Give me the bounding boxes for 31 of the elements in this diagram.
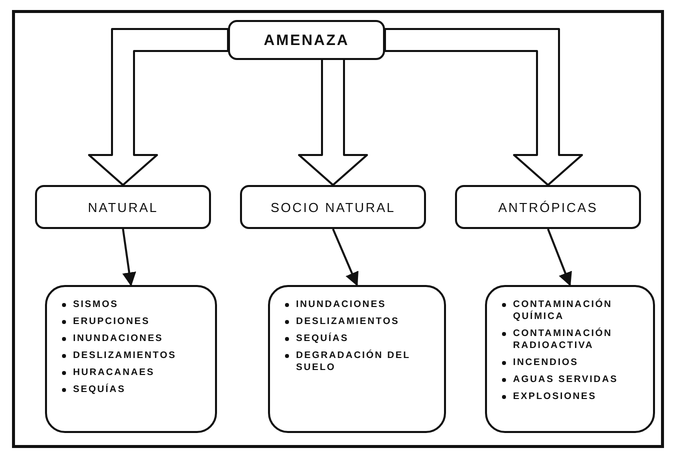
list-item: SISMOS bbox=[61, 299, 207, 311]
list-item: INUNDACIONES bbox=[284, 299, 436, 311]
box-label: NATURAL bbox=[88, 200, 158, 214]
list-item: AGUAS SERVIDAS bbox=[501, 374, 645, 386]
arrow bbox=[332, 228, 358, 286]
arrow bbox=[547, 228, 572, 286]
list-item: CONTAMINACIÓN QUÍMICA bbox=[501, 299, 645, 323]
box-label: AMENAZA bbox=[264, 32, 350, 48]
list-item: DESLIZAMIENTOS bbox=[61, 350, 207, 362]
list-item: HURACANAES bbox=[61, 367, 207, 379]
list-item: DEGRADACIÓN DEL SUELO bbox=[284, 350, 436, 374]
list-box bbox=[45, 285, 217, 433]
list-item: DESLIZAMIENTOS bbox=[284, 316, 436, 328]
box-label: SOCIO NATURAL bbox=[270, 200, 396, 214]
list-item: SEQUÍAS bbox=[61, 384, 207, 396]
list-item: CONTAMINACIÓN RADIOACTIVA bbox=[501, 328, 645, 352]
list-item: INCENDIOS bbox=[501, 357, 645, 369]
list-item: EXPLOSIONES bbox=[501, 391, 645, 403]
block-arrow bbox=[88, 28, 229, 186]
list-box bbox=[268, 285, 446, 433]
category-box bbox=[455, 185, 641, 229]
category-box bbox=[228, 20, 385, 60]
arrow bbox=[122, 228, 136, 286]
category-box bbox=[35, 185, 211, 229]
category-box bbox=[240, 185, 426, 229]
list-item: INUNDACIONES bbox=[61, 333, 207, 345]
block-arrow bbox=[384, 28, 583, 186]
list-item: SEQUÍAS bbox=[284, 333, 436, 345]
list-item: ERUPCIONES bbox=[61, 316, 207, 328]
box-label: ANTRÓPICAS bbox=[498, 200, 598, 214]
list-box bbox=[485, 285, 655, 433]
